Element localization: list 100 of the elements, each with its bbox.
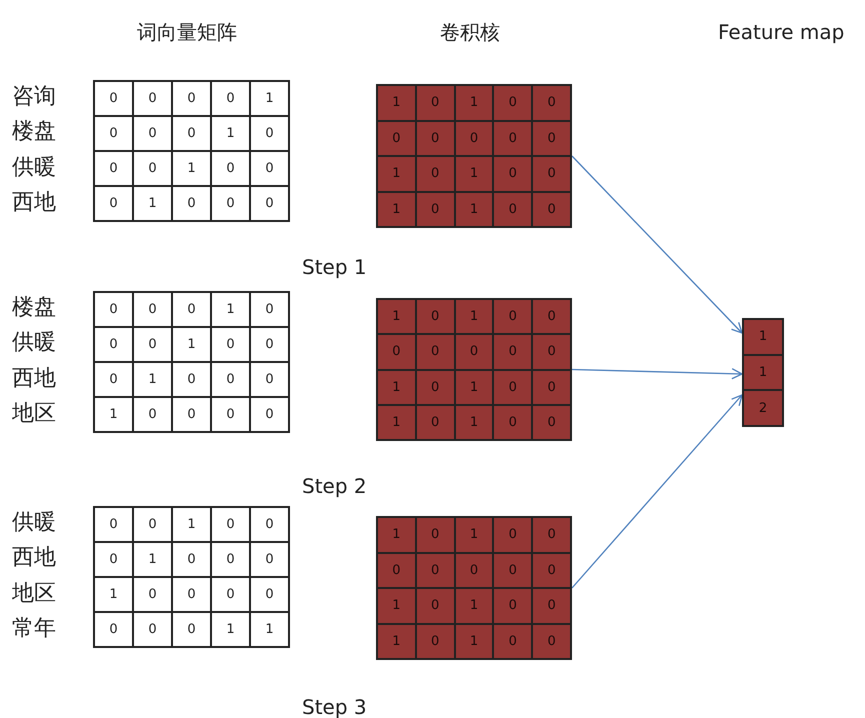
matrix-value: 0 (416, 370, 455, 405)
matrix-value: 1 (743, 319, 783, 355)
matrix-value: 1 (133, 362, 172, 397)
matrix-value: 0 (172, 612, 211, 647)
matrix-value: 1 (211, 612, 250, 647)
matrix-value: 1 (211, 292, 250, 327)
matrix-value: 0 (416, 552, 455, 588)
matrix-value: 0 (493, 120, 532, 156)
arrow (572, 394, 743, 588)
matrix-value: 1 (377, 85, 416, 120)
matrix-value: 0 (250, 116, 289, 151)
matrix-value: 1 (94, 577, 133, 612)
matrix-value: 0 (211, 507, 250, 542)
matrix-value: 0 (172, 292, 211, 327)
word-vector-matrix (93, 80, 290, 222)
matrix-value: 1 (454, 588, 494, 624)
matrix-value: 2 (743, 390, 783, 426)
matrix-value: 0 (94, 186, 133, 221)
matrix-value: 0 (532, 404, 571, 440)
matrix-value: 0 (211, 577, 250, 612)
matrix-value: 0 (250, 542, 289, 577)
word-label: 地区 (12, 582, 56, 605)
matrix-value: 0 (493, 85, 532, 120)
word-label: 地区 (12, 403, 56, 426)
matrix-value: 0 (493, 588, 532, 624)
matrix-value: 0 (416, 192, 455, 227)
matrix-value: 1 (377, 517, 416, 552)
matrix-value: 0 (416, 517, 455, 552)
matrix-value: 0 (172, 397, 211, 432)
matrix-value: 0 (172, 186, 211, 221)
matrix-value: 0 (416, 404, 455, 440)
matrix-value: 0 (94, 612, 133, 647)
matrix-value: 0 (416, 156, 455, 192)
matrix-value: 1 (454, 404, 494, 440)
matrix-value: 0 (94, 292, 133, 327)
matrix-value: 0 (532, 120, 571, 156)
matrix-value: 0 (250, 397, 289, 432)
matrix-value: 0 (250, 362, 289, 397)
matrix-value: 0 (133, 577, 172, 612)
matrix-value: 1 (377, 299, 416, 334)
matrix-value: 1 (743, 354, 783, 390)
matrix-value: 0 (133, 507, 172, 542)
column-heading: Feature map (718, 22, 844, 42)
column-heading: 词向量矩阵 (137, 22, 237, 42)
matrix-value: 0 (133, 397, 172, 432)
matrix-value: 0 (211, 186, 250, 221)
matrix-value: 0 (94, 116, 133, 151)
matrix-value: 0 (416, 120, 455, 156)
matrix-value: 0 (211, 362, 250, 397)
convolution-kernel (376, 298, 572, 441)
matrix-value: 0 (133, 292, 172, 327)
matrix-value: 0 (532, 192, 571, 227)
matrix-value: 0 (94, 81, 133, 116)
matrix-value: 1 (211, 116, 250, 151)
matrix-value: 0 (250, 507, 289, 542)
matrix-value: 0 (94, 151, 133, 186)
matrix-value: 1 (454, 624, 494, 659)
matrix-value: 1 (454, 370, 494, 405)
matrix-value: 1 (377, 370, 416, 405)
matrix-value: 0 (454, 552, 494, 588)
matrix-value: 0 (377, 120, 416, 156)
matrix-value: 1 (250, 612, 289, 647)
matrix-value: 0 (211, 542, 250, 577)
matrix-value: 0 (493, 404, 532, 440)
matrix-value: 1 (454, 192, 494, 227)
word-label: 楼盘 (12, 121, 56, 144)
word-label: 西地 (12, 192, 56, 214)
matrix-value: 0 (172, 542, 211, 577)
matrix-value: 0 (133, 612, 172, 647)
word-label: 供暖 (12, 332, 56, 354)
matrix-value: 0 (172, 577, 211, 612)
matrix-value: 1 (133, 542, 172, 577)
word-label: 供暖 (12, 156, 56, 179)
convolution-kernel (376, 84, 572, 228)
matrix-value: 0 (493, 624, 532, 659)
matrix-value: 1 (377, 404, 416, 440)
matrix-value: 0 (454, 334, 494, 370)
matrix-value: 1 (377, 192, 416, 227)
matrix-value: 0 (94, 542, 133, 577)
step-label: Step 3 (302, 697, 367, 717)
matrix-value: 1 (377, 588, 416, 624)
matrix-value: 0 (493, 552, 532, 588)
matrix-value: 0 (493, 192, 532, 227)
matrix-value: 0 (532, 334, 571, 370)
step-label: Step 2 (302, 476, 367, 496)
matrix-value: 1 (172, 151, 211, 186)
matrix-value: 0 (172, 116, 211, 151)
matrix-value: 0 (416, 624, 455, 659)
matrix-value: 0 (493, 156, 532, 192)
matrix-value: 0 (493, 299, 532, 334)
word-label: 常年 (12, 618, 56, 640)
matrix-value: 0 (377, 552, 416, 588)
matrix-value: 0 (532, 552, 571, 588)
matrix-value: 0 (416, 299, 455, 334)
matrix-value: 0 (250, 577, 289, 612)
matrix-value: 1 (454, 156, 494, 192)
matrix-value: 1 (250, 81, 289, 116)
matrix-value: 0 (250, 186, 289, 221)
matrix-value: 0 (493, 517, 532, 552)
matrix-value: 0 (211, 397, 250, 432)
